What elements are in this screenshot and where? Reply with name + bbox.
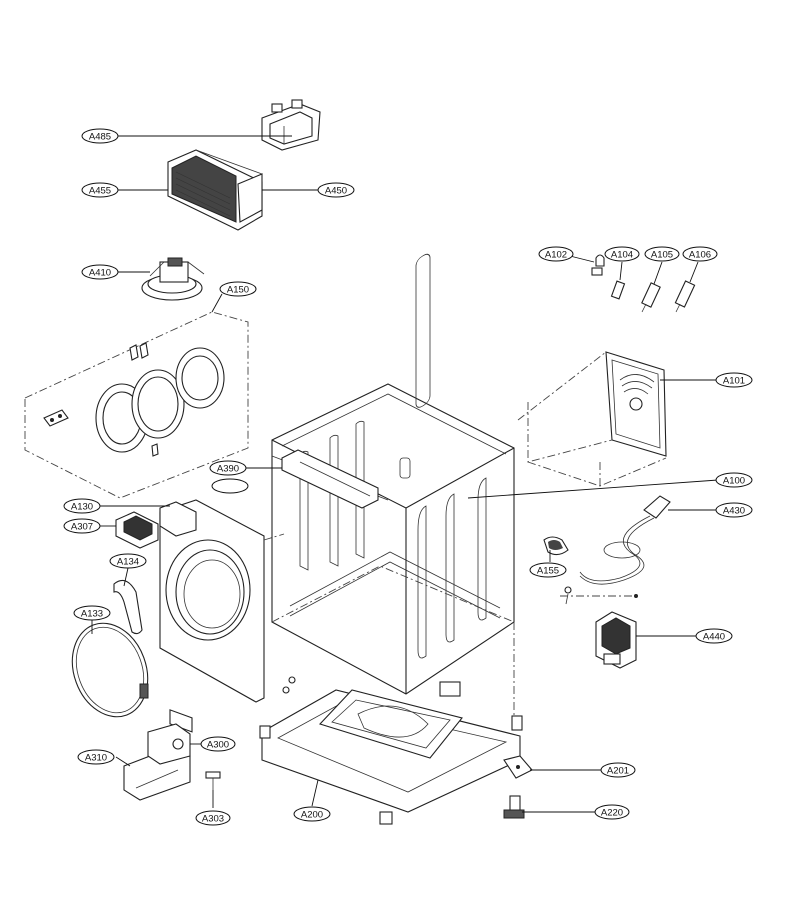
small-cap-part: [543, 536, 569, 556]
callout-a201: A201: [600, 762, 636, 778]
small-screws-part: [282, 676, 296, 694]
label-a485: A485: [89, 132, 111, 143]
top-plate-part: [605, 351, 667, 457]
screw-part: [205, 771, 221, 790]
base-frame-part: [259, 622, 523, 825]
leveling-bracket-part: [503, 755, 533, 779]
label-a150: A150: [227, 285, 249, 296]
label-a106: A106: [689, 250, 711, 261]
label-a430: A430: [723, 506, 745, 517]
callout-a303: A303: [195, 810, 231, 826]
callout-a155: A155: [529, 562, 567, 578]
label-a102: A102: [545, 250, 567, 261]
callout-a300: A300: [200, 736, 236, 752]
callout-a106: A106: [682, 246, 718, 262]
leveling-foot-part: [503, 795, 525, 819]
label-a201: A201: [607, 766, 629, 777]
label-a410: A410: [89, 268, 111, 279]
callout-a450: A450: [317, 182, 355, 198]
front-panel-part: [159, 499, 285, 733]
callout-a104: A104: [604, 246, 640, 262]
callout-a310: A310: [77, 749, 115, 765]
label-a105: A105: [651, 250, 673, 261]
callout-a101: A101: [715, 372, 753, 388]
callout-a307: A307: [63, 518, 101, 534]
label-a310: A310: [85, 753, 107, 764]
front-bracket-part: [281, 449, 379, 509]
callout-a133: A133: [73, 605, 111, 621]
label-a303: A303: [202, 814, 224, 825]
label-a200: A200: [301, 810, 323, 821]
label-a130: A130: [71, 502, 93, 513]
callout-a105: A105: [644, 246, 680, 262]
callout-a440: A440: [695, 628, 733, 644]
noise-filter-part: [560, 594, 638, 669]
top-plate-ghost: [517, 351, 667, 487]
label-a220: A220: [601, 808, 623, 819]
door-handle-part: [115, 511, 159, 549]
blank-callout: [211, 478, 249, 494]
label-a134: A134: [117, 557, 139, 568]
label-a101: A101: [723, 376, 745, 387]
control-box-part: [261, 99, 321, 151]
gasket-ring-part: [71, 622, 149, 718]
callout-a100: A100: [715, 472, 753, 488]
callout-a130: A130: [63, 498, 101, 514]
label-a104: A104: [611, 250, 633, 261]
power-cord-part: [564, 495, 671, 605]
label-a455: A455: [89, 186, 111, 197]
callout-a485: A485: [81, 128, 119, 144]
callout-a430: A430: [715, 502, 753, 518]
callout-a134: A134: [109, 553, 147, 569]
label-a440: A440: [703, 632, 725, 643]
label-a450: A450: [325, 186, 347, 197]
callout-a200: A200: [293, 806, 331, 822]
detergent-box-part: [123, 723, 191, 801]
door-kit-frame: [24, 311, 249, 499]
leader-lines: [91, 135, 719, 813]
label-a390: A390: [217, 464, 239, 475]
callout-a150: A150: [219, 281, 257, 297]
pump-motor-part: [141, 257, 205, 301]
label-a133: A133: [81, 609, 103, 620]
callout-a410: A410: [81, 264, 119, 280]
filter-housing-part: [167, 149, 263, 231]
door-kit-parts: [43, 342, 225, 457]
label-a100: A100: [723, 476, 745, 487]
label-a155: A155: [537, 566, 559, 577]
door-hinge-part: [113, 579, 143, 635]
callout-a102: A102: [538, 246, 574, 262]
label-a300: A300: [207, 740, 229, 751]
callout-a455: A455: [81, 182, 119, 198]
small-hardware-parts: [591, 254, 696, 313]
label-a307: A307: [71, 522, 93, 533]
callout-a390: A390: [209, 460, 247, 476]
callout-a220: A220: [594, 804, 630, 820]
